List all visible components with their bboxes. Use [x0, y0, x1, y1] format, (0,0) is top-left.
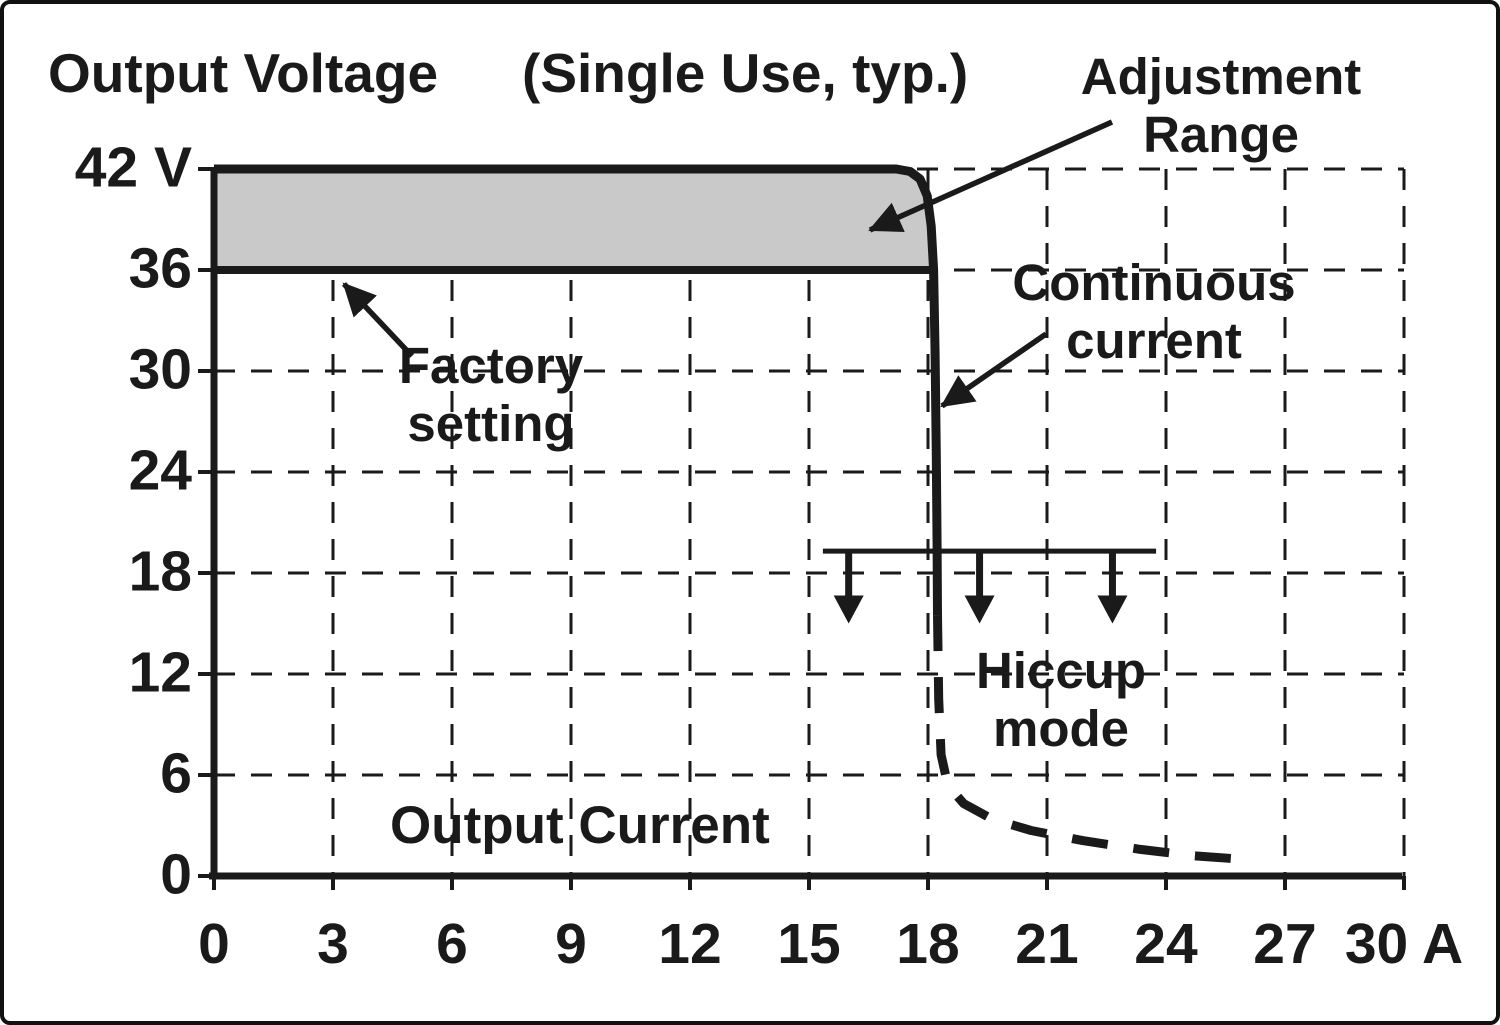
y-tick-label: 6	[160, 741, 192, 806]
y-tick-label: 12	[128, 640, 192, 705]
y-tick-label: 0	[160, 842, 192, 907]
y-tick-label: 18	[128, 539, 192, 604]
x-tick-label: 18	[896, 912, 960, 976]
x-tick-label: 12	[658, 912, 722, 976]
factory-setting-annotation: Factory setting	[398, 337, 584, 453]
hiccup-mode-annotation: Hiccup mode	[975, 642, 1147, 758]
y-axis-title: Output Voltage	[48, 42, 439, 104]
chart-subtitle: (Single Use, typ.)	[522, 42, 969, 104]
x-tick-label: 9	[555, 912, 587, 976]
adjustment-range-annotation: Adjustment Range	[1080, 48, 1362, 164]
y-tick-label: 30	[128, 337, 192, 402]
x-tick-label: 27	[1253, 912, 1317, 976]
x-tick-label: 6	[436, 912, 468, 976]
continuous-current-annotation: Continuous current	[1012, 254, 1296, 370]
x-tick-label: 3	[317, 912, 349, 976]
x-tick-label: 0	[198, 912, 230, 976]
y-tick-label: 36	[128, 236, 192, 301]
x-tick-label: 24	[1134, 912, 1198, 976]
y-tick-label: 24	[128, 438, 192, 503]
y-tick-label: 42 V	[74, 135, 192, 200]
x-tick-label: 21	[1015, 912, 1079, 976]
x-axis-title: Output Current	[390, 796, 770, 855]
x-tick-label: 15	[777, 912, 841, 976]
chart-canvas	[198, 119, 1406, 890]
x-tick-label: 30 A	[1344, 912, 1464, 976]
